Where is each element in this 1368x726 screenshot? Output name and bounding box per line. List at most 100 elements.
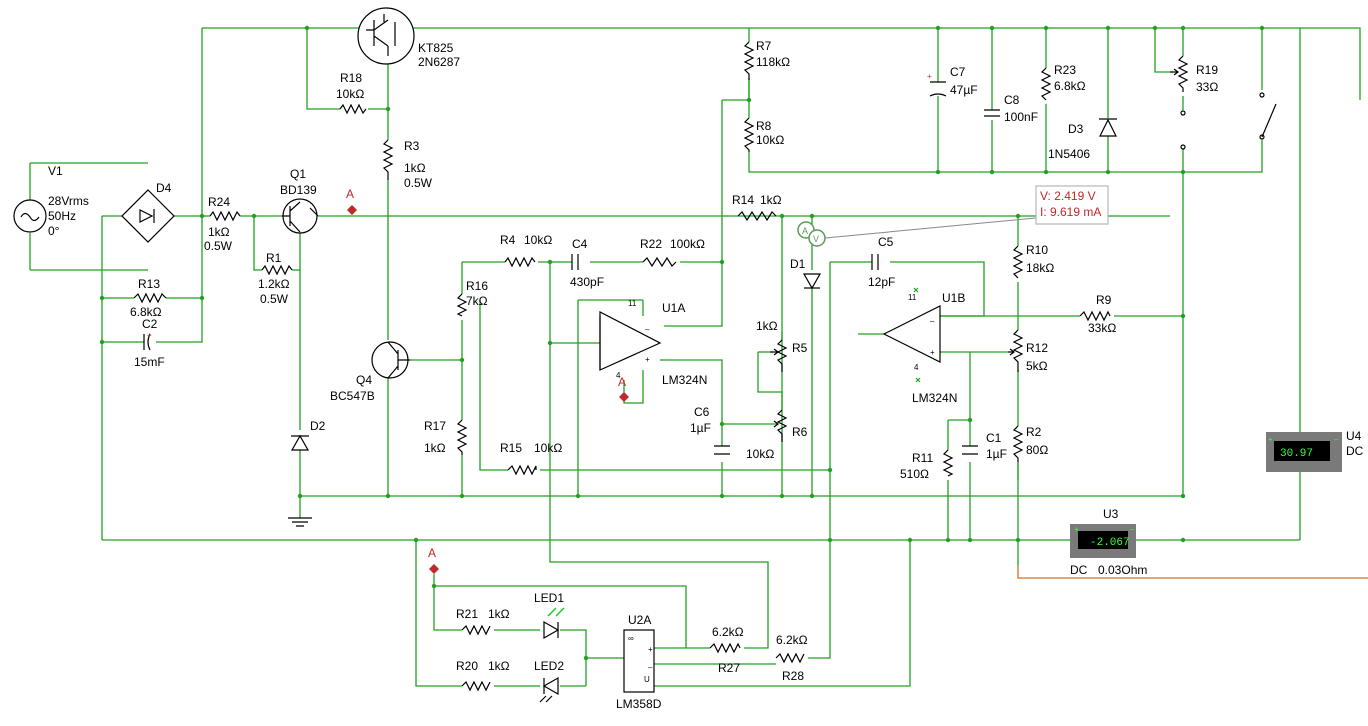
r21-name: R21 <box>456 607 478 621</box>
c7-l1: 47µF <box>950 83 978 97</box>
u3-value: -2.067 <box>1090 537 1130 549</box>
switch[interactable] <box>1180 92 1277 150</box>
opamp-u1a[interactable]: – + 11 4 <box>599 299 662 380</box>
opamp-u1b[interactable]: – + 11 4 <box>882 287 941 383</box>
r5-name: R5 <box>792 341 808 355</box>
r14-l1: 1kΩ <box>760 193 782 207</box>
svg-text:–: – <box>645 325 650 334</box>
probe-point-label-3: A <box>428 546 436 560</box>
r18-name: R18 <box>340 71 362 85</box>
u3-param: 0.03Ohm <box>1098 563 1147 577</box>
bridge-rectifier-d4[interactable] <box>121 189 175 243</box>
measurement-probe[interactable]: A V <box>797 185 1109 247</box>
c4-name: C4 <box>572 237 588 251</box>
r4-l1: 10kΩ <box>524 233 552 247</box>
r27-l1: 6.2kΩ <box>712 625 744 639</box>
u2a-l1: LM358D <box>616 697 662 711</box>
orange-wire <box>1017 566 1368 579</box>
r10-l1: 18kΩ <box>1026 261 1054 275</box>
multimeter-u4[interactable]: 30.97 + – <box>1266 432 1342 472</box>
svg-text:∞: ∞ <box>628 634 634 643</box>
c7-name: C7 <box>950 65 966 79</box>
r11-name: R11 <box>912 451 933 465</box>
transistor-q3[interactable] <box>357 7 415 65</box>
r21-l1: 1kΩ <box>488 607 510 621</box>
u4-mode: DC <box>1346 444 1364 458</box>
r28-name: R28 <box>782 669 804 683</box>
junction-dots <box>99 25 1265 661</box>
multimeter-u3[interactable]: -2.067 + – <box>1070 524 1136 558</box>
c2-polarity: + <box>147 331 152 340</box>
r11-l1: 510Ω <box>900 467 929 481</box>
r13-l1: 6.8kΩ <box>130 305 162 319</box>
svg-text:4: 4 <box>914 363 919 372</box>
u1b-name: U1B <box>942 291 965 305</box>
led1-name: LED1 <box>534 591 564 605</box>
r23-l1: 6.8kΩ <box>1054 79 1086 93</box>
r22-l1: 100kΩ <box>670 237 705 251</box>
r22-name: R22 <box>640 237 662 251</box>
svg-text:V: V <box>813 234 819 244</box>
c8-name: C8 <box>1004 93 1020 107</box>
d2-name: D2 <box>310 419 326 433</box>
r23-name: R23 <box>1054 63 1076 77</box>
svg-text:+: + <box>648 645 653 654</box>
u3-mode: DC <box>1070 563 1088 577</box>
svg-text:–: – <box>1130 525 1135 534</box>
probe-point-label-1: A <box>346 187 354 201</box>
d4-name: D4 <box>156 181 172 195</box>
ac-source-v1[interactable] <box>13 199 47 233</box>
r1-l1: 1.2kΩ <box>258 277 290 291</box>
r4-name: R4 <box>500 233 516 247</box>
diode-d1[interactable] <box>802 273 822 290</box>
transistor-q1[interactable] <box>282 198 319 234</box>
r9-l1: 33kΩ <box>1088 321 1116 335</box>
u1a-l1: LM324N <box>662 373 707 387</box>
r20-l1: 1kΩ <box>488 659 510 673</box>
wires <box>29 27 1361 687</box>
c8-l1: 100nF <box>1004 110 1038 124</box>
r16-l1: 7kΩ <box>466 294 488 308</box>
svg-text:4: 4 <box>616 371 621 380</box>
r15-l1: 10kΩ <box>534 441 562 455</box>
r12-name: R12 <box>1026 341 1048 355</box>
r13-name: R13 <box>138 277 160 291</box>
q3-l2: 2N6287 <box>418 55 460 69</box>
u4-label: U4 <box>1346 429 1362 443</box>
c1-l1: 1µF <box>986 447 1007 461</box>
svg-text:11: 11 <box>628 299 637 308</box>
q4-name: Q4 <box>356 373 372 387</box>
led1-symbol[interactable] <box>543 607 565 640</box>
r19-name: R19 <box>1196 63 1218 77</box>
r28-l1: 6.2kΩ <box>776 633 808 647</box>
ground-symbol <box>288 517 312 527</box>
c4-l1: 430pF <box>570 275 604 289</box>
zener-diode-d2[interactable] <box>290 434 310 451</box>
diode-d3[interactable] <box>1099 118 1117 137</box>
r2-name: R2 <box>1026 425 1042 439</box>
svg-text:–: – <box>1334 435 1339 444</box>
r19-l1: 33Ω <box>1196 80 1218 94</box>
v1-name: V1 <box>48 164 63 178</box>
probe-current: I: 9.619 mA <box>1040 205 1101 219</box>
component-labels: V1 28Vrms 50Hz 0° D4 R24 1kΩ 0.5W Q1 BD1… <box>48 39 1218 711</box>
v1-l1: 28Vrms <box>48 194 89 208</box>
r27-name: R27 <box>718 661 740 675</box>
r2-l1: 80Ω <box>1026 443 1048 457</box>
svg-text:–: – <box>930 317 935 326</box>
svg-text:11: 11 <box>908 293 917 302</box>
r14-name: R14 <box>732 193 754 207</box>
r7-l1: 118kΩ <box>756 55 790 69</box>
q1-name: Q1 <box>290 167 306 181</box>
u3-label: U3 <box>1103 507 1119 521</box>
d1-name: D1 <box>790 257 806 271</box>
c1-name: C1 <box>986 431 1002 445</box>
c5-l1: 12pF <box>868 275 895 289</box>
comparator-u2a[interactable]: ∞ + – U <box>623 629 655 693</box>
led2-symbol[interactable] <box>539 676 559 703</box>
transistor-q4[interactable] <box>371 341 410 379</box>
u2a-name: U2A <box>628 613 651 627</box>
v1-l2: 50Hz <box>48 209 76 223</box>
